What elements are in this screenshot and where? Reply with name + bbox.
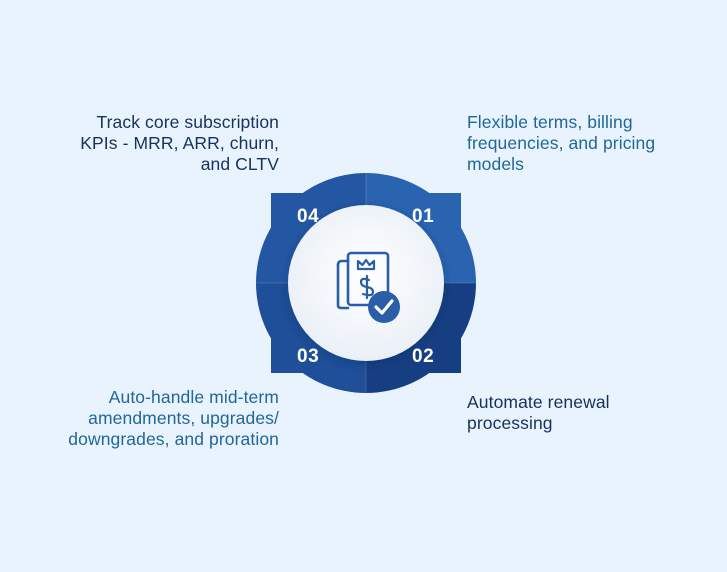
step-number-01: 01 [412, 206, 434, 227]
step-number-03: 03 [297, 346, 319, 367]
step-04-description: Track core subscription KPIs - MRR, ARR,… [80, 112, 279, 174]
step-01-description: Flexible terms, billing frequencies, and… [467, 112, 656, 174]
step-number-02: 02 [412, 346, 434, 367]
step-number-04: 04 [297, 206, 319, 227]
step-02-description: Automate renewal processing [467, 392, 610, 433]
step-03-description: Auto-handle mid-term amendments, upgrade… [68, 387, 279, 449]
subscription-invoice-check-icon [336, 251, 400, 323]
